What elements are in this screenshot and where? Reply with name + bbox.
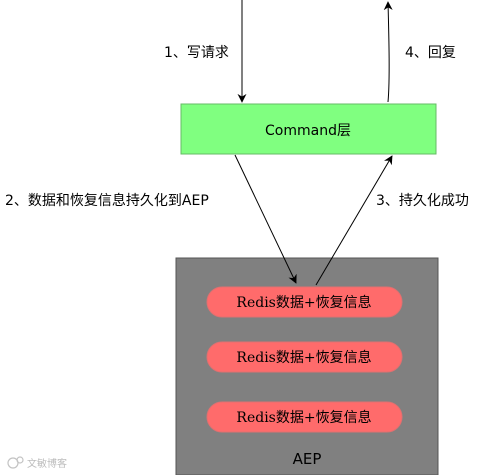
command-layer-node: Command层 xyxy=(180,103,437,155)
record-pill-label: Redis数据+恢复信息 xyxy=(236,294,371,311)
persist-arrow xyxy=(234,154,297,284)
watermark-text: 文敏博客 xyxy=(27,457,67,470)
record-pill: Redis数据+恢复信息 xyxy=(206,286,403,318)
record-pill: Redis数据+恢复信息 xyxy=(206,401,403,433)
record-pill: Redis数据+恢复信息 xyxy=(206,341,403,373)
step-label: 4、回复 xyxy=(405,44,456,61)
record-pill-shape xyxy=(206,341,403,373)
aep-label: AEP xyxy=(293,450,322,468)
step-label: 3、持久化成功 xyxy=(376,193,469,209)
watermark: 文敏博客 xyxy=(7,456,67,470)
record-pill-label: Redis数据+恢复信息 xyxy=(236,409,371,426)
reply-arrow xyxy=(383,1,393,103)
command-layer-box xyxy=(180,103,437,155)
persist-success-arrow xyxy=(315,155,393,286)
watermark-logo-icon xyxy=(7,456,24,469)
record-pill-shape xyxy=(206,286,403,318)
command-layer-label: Command层 xyxy=(265,123,351,139)
step-label: 2、数据和恢复信息持久化到AEP xyxy=(5,192,209,209)
aep-node: Redis数据+恢复信息 Redis数据+恢复信息 Redis数据+恢复信息 A… xyxy=(175,257,439,475)
record-pill-shape xyxy=(206,401,403,433)
record-pill-label: Redis数据+恢复信息 xyxy=(236,349,371,366)
step-label: 1、写请求 xyxy=(164,45,229,61)
